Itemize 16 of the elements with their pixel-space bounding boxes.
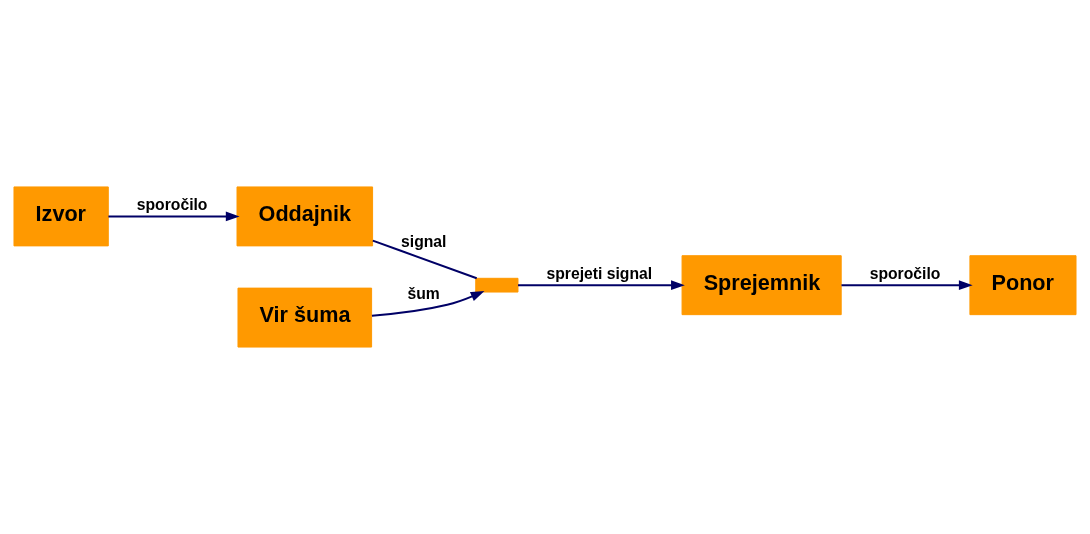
arrow — [370, 290, 485, 317]
node-box: Oddajnik — [236, 186, 374, 247]
arrow — [840, 280, 973, 290]
edge-label: sporočilo — [136, 196, 208, 214]
arrow — [517, 280, 685, 290]
arrow — [107, 211, 240, 222]
node-box: Ponor — [969, 255, 1077, 316]
node-box: Vir šuma — [237, 287, 373, 348]
edge-label: šum — [407, 284, 440, 302]
edge-label: signal — [401, 232, 447, 250]
connector — [371, 239, 478, 280]
node-box: Izvor — [13, 186, 109, 247]
node-box — [475, 277, 519, 293]
edge-label: sprejeti signal — [546, 265, 653, 283]
edge-label: sporočilo — [869, 265, 941, 283]
node-box: Sprejemnik — [681, 255, 842, 316]
